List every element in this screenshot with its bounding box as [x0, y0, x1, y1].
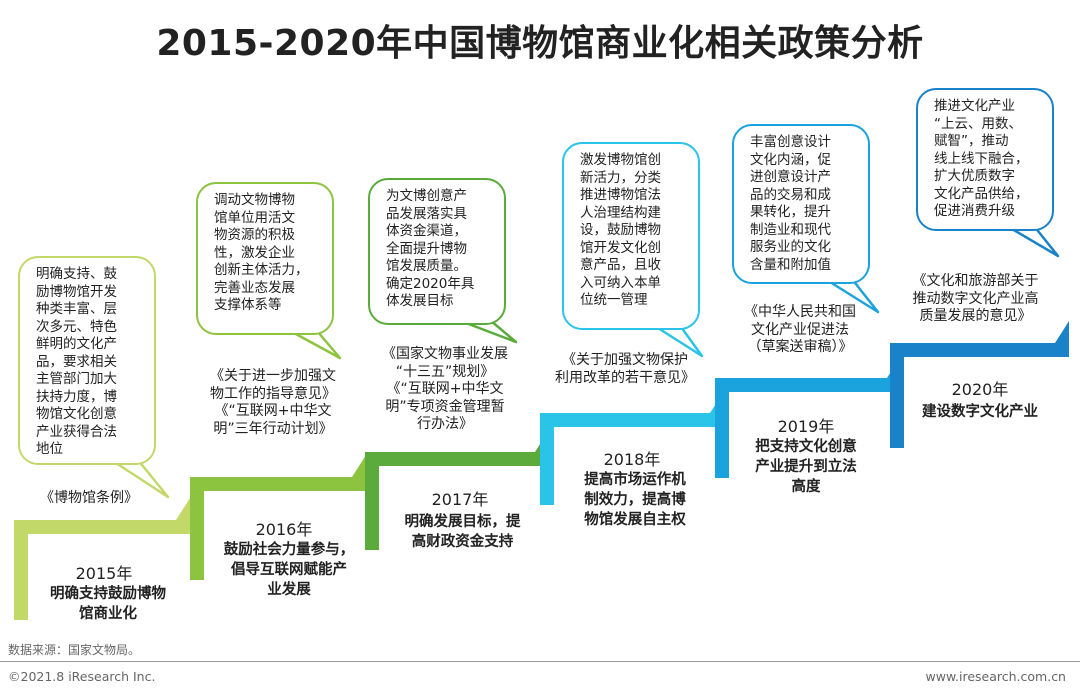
page-title: 2015-2020年中国博物馆商业化相关政策分析: [156, 23, 924, 64]
stair-arrow-2: [352, 455, 366, 491]
stair-riser-1: [14, 520, 28, 620]
website-url: www.iresearch.com.cn: [925, 669, 1067, 684]
policy-2018: 《关于加强文物保护 利用改革的若干意见》: [555, 352, 695, 386]
copyright: ©2021.8 iResearch Inc.: [8, 669, 156, 684]
footer-divider: [0, 661, 1080, 662]
bubble-2020: 推进文化产业 “上云、用数、 赋智”，推动 线上线下融合， 扩大优质数字 文化产…: [916, 88, 1054, 231]
policy-2020: 《文化和旅游部关于 推动数字文化产业高 质量发展的意见》: [912, 273, 1039, 324]
bubble-tail-1: [115, 454, 170, 499]
policy-2017: 《国家文物事业发展 “十三五”规划》 《“互联网+中华文 明”专项资金管理暂 行…: [382, 346, 508, 432]
bubble-2017: 为文博创意产 品发展落实具 体资金渠道， 全面提升博物 馆发展质量。 确定202…: [368, 178, 506, 325]
stair-arrow-6: [1055, 321, 1069, 357]
year-2017: 2017年: [431, 490, 489, 509]
policy-2015: 《博物馆条例》: [40, 490, 138, 506]
stair-riser-6: [890, 343, 904, 448]
bubble-2019: 丰富创意设计 文化内涵，促 进创意设计产 品的交易和成 果转化，提升 制造业和现…: [732, 124, 870, 284]
year-2020: 2020年: [951, 380, 1009, 399]
stair-riser-5: [715, 378, 729, 478]
desc-2020: 建设数字文化产业: [922, 404, 1038, 420]
year-2018: 2018年: [603, 450, 661, 469]
bubble-2018: 激发博物馆创 新活力，分类 推进博物馆法 人治理结构建 设，鼓励博物 馆开发文化…: [562, 142, 700, 330]
stair-tread-3: [365, 452, 535, 466]
bubble-2015: 明确支持、鼓 励博物馆开发 种类丰富、层 次多元、特色 鲜明的文化产 品，要求相…: [18, 256, 156, 465]
desc-2018: 提高市场运作机 制效力，提高博 物馆发展自主权: [584, 472, 686, 528]
stair-tread-2: [190, 477, 352, 491]
desc-2019: 把支持文化创意 产业提升到立法 高度: [755, 439, 857, 495]
desc-2016: 鼓励社会力量参与， 倡导互联网赋能产 业发展: [223, 542, 355, 598]
year-2015: 2015年: [75, 564, 133, 583]
year-2016: 2016年: [255, 520, 313, 539]
stair-tread-4: [540, 413, 710, 427]
policy-2019: 《中华人民共和国 文化产业促进法 （草案送审稿）》: [744, 304, 856, 355]
stair-riser-3: [365, 452, 379, 550]
source-note: 数据来源：国家文物局。: [8, 643, 141, 657]
stair-riser-4: [540, 413, 554, 505]
stair-tread-1: [14, 520, 176, 534]
desc-2015: 明确支持鼓励博物 馆商业化: [50, 586, 166, 622]
bubble-2016: 调动文物博物 馆单位用活文 物资源的积极 性，激发企业 创新主体活力， 完善业态…: [196, 182, 334, 335]
year-2019: 2019年: [777, 417, 835, 436]
stair-tread-6: [890, 343, 1055, 357]
policy-2016: 《关于进一步加强文 物工作的指导意见》 《“互联网+中华文 明”三年行动计划》: [210, 368, 336, 437]
stair-tread-5: [715, 378, 887, 392]
desc-2017: 明确发展目标，提 高财政资金支持: [404, 514, 521, 550]
stair-riser-2: [190, 477, 204, 580]
stair-arrow-1: [176, 498, 190, 534]
